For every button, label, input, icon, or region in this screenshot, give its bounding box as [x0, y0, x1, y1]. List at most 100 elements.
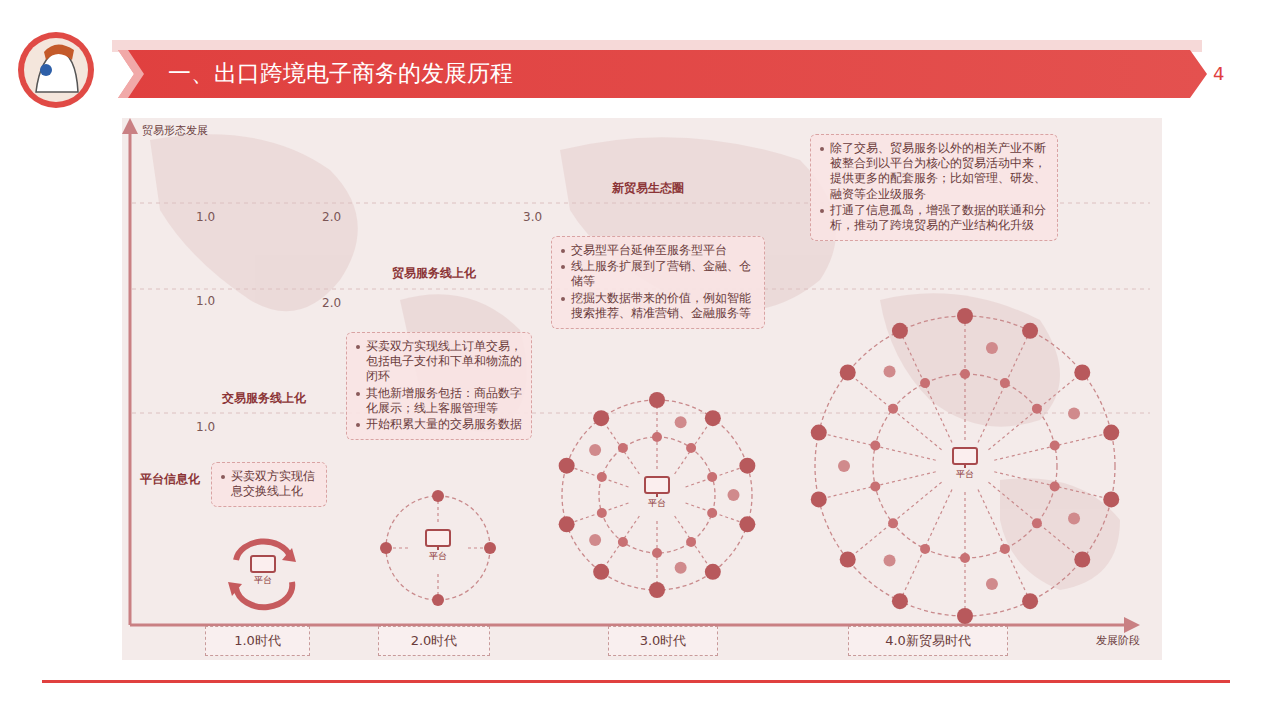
service-icon — [888, 404, 898, 414]
x-arrowhead — [1124, 617, 1140, 633]
spoke — [994, 433, 1111, 461]
service-icon — [686, 443, 696, 453]
bullet-item: 线上服务扩展到了营销、金融、仓储等 — [560, 259, 756, 289]
axis-label: 1.0 — [196, 294, 215, 308]
axis-label: 平台 — [429, 550, 447, 563]
note-box: 买卖双方实现线上订单交易，包括电子支付和下单和物流的闭环其他新增服务包括：商品数… — [346, 332, 532, 440]
service-icon — [559, 458, 575, 474]
service-icon — [597, 508, 607, 518]
service-icon — [1050, 441, 1060, 451]
orbit-ring — [386, 496, 490, 600]
service-icon — [649, 392, 665, 408]
service-icon — [739, 458, 755, 474]
bullet-dot — [561, 249, 565, 253]
service-icon — [1068, 408, 1080, 420]
spoke — [900, 331, 952, 443]
service-icon — [1022, 323, 1038, 339]
band-chevron — [118, 50, 144, 98]
spoke — [675, 418, 713, 474]
service-icon — [707, 472, 717, 482]
spoke — [567, 466, 629, 487]
axis-label: 新贸易生态圈 — [612, 180, 684, 197]
spoke — [819, 472, 936, 500]
y-arrowhead — [122, 118, 138, 134]
spoke — [988, 482, 1082, 559]
bullet-item: 买卖双方实现信息交换线上化 — [220, 469, 318, 499]
service-icon — [1000, 378, 1010, 388]
platform-monitor — [645, 477, 669, 493]
box-text: 3.0时代 — [613, 632, 713, 650]
service-icon — [920, 378, 930, 388]
service-icon — [892, 593, 908, 609]
spoke — [994, 472, 1111, 500]
service-icon — [840, 364, 856, 380]
spoke — [686, 503, 748, 524]
box-text: 买卖双方实现信息交换线上化 — [231, 469, 318, 499]
platform-monitor — [426, 530, 450, 546]
service-icon — [892, 323, 908, 339]
axes — [130, 132, 1126, 625]
axis-label: 2.0 — [322, 296, 341, 310]
bullet-dot — [561, 297, 565, 301]
spoke — [900, 489, 952, 601]
box-text: 打通了信息孤岛，增强了数据的联通和分析，推动了跨境贸易的产业结构化升级 — [830, 203, 1049, 233]
service-icon — [1050, 481, 1060, 491]
bullet-item: 挖掘大数据带来的价值，例如智能搜索推荐、精准营销、金融服务等 — [560, 291, 756, 321]
service-icon — [957, 608, 973, 624]
service-icon — [838, 460, 850, 472]
spoke — [567, 503, 629, 524]
service-icon — [1032, 404, 1042, 414]
axis-label: 1.0 — [196, 420, 215, 434]
axis-label: 1.0 — [196, 210, 215, 224]
service-icon — [686, 537, 696, 547]
service-icon — [1022, 593, 1038, 609]
service-icon — [811, 491, 827, 507]
orbit-ring — [815, 316, 1115, 616]
service-icon — [960, 553, 970, 563]
spoke — [978, 331, 1030, 443]
avatar-hair — [44, 44, 74, 60]
axis-label: 平台信息化 — [140, 471, 200, 488]
service-icon — [707, 508, 717, 518]
axis-label: 2.0 — [322, 210, 341, 224]
box-text: 开始积累大量的交易服务数据 — [366, 417, 523, 432]
box-text: 交易型平台延伸至服务型平台 — [571, 243, 756, 258]
era-box: 4.0新贸易时代 — [848, 626, 1008, 656]
service-icon — [675, 562, 687, 574]
era-box: 1.0时代 — [205, 626, 310, 656]
axis-label: 贸易服务线上化 — [392, 265, 476, 282]
bullet-item: 打通了信息孤岛，增强了数据的联通和分析，推动了跨境贸易的产业结构化升级 — [819, 203, 1049, 233]
service-icon — [870, 481, 880, 491]
monitor-stand — [964, 464, 966, 468]
note-box: 买卖双方实现信息交换线上化 — [211, 462, 327, 507]
service-icon — [652, 432, 662, 442]
avatar-face — [24, 38, 88, 102]
service-icon — [589, 534, 601, 546]
cycle-icon — [228, 541, 296, 607]
axis-label: 平台 — [956, 468, 974, 481]
bullet-item: 买卖双方实现线上订单交易，包括电子支付和下单和物流的闭环 — [355, 339, 523, 385]
box-text: 其他新增服务包括：商品数字化展示；线上客服管理等 — [366, 386, 523, 416]
service-icon — [986, 342, 998, 354]
bullet-item: 开始积累大量的交易服务数据 — [355, 417, 523, 432]
title-band — [118, 50, 1207, 98]
service-icon — [432, 490, 444, 502]
orbit-ring — [562, 400, 752, 590]
bullet-dot — [221, 475, 225, 479]
service-icon — [559, 516, 575, 532]
service-icon — [1074, 364, 1090, 380]
service-icon — [649, 582, 665, 598]
spoke — [978, 489, 1030, 601]
box-text: 除了交易、贸易服务以外的相关产业不断被整合到以平台为核心的贸易活动中来，提供更多… — [830, 141, 1049, 202]
platform-monitor — [953, 448, 977, 464]
box-text: 挖掘大数据带来的价值，例如智能搜索推荐、精准营销、金融服务等 — [571, 291, 756, 321]
service-icon — [728, 489, 740, 501]
spoke — [686, 466, 748, 487]
service-icon — [618, 537, 628, 547]
monitor-stand — [656, 493, 658, 497]
spoke — [988, 372, 1082, 449]
service-icon — [1032, 518, 1042, 528]
service-icon — [675, 416, 687, 428]
box-text: 1.0时代 — [210, 632, 305, 650]
